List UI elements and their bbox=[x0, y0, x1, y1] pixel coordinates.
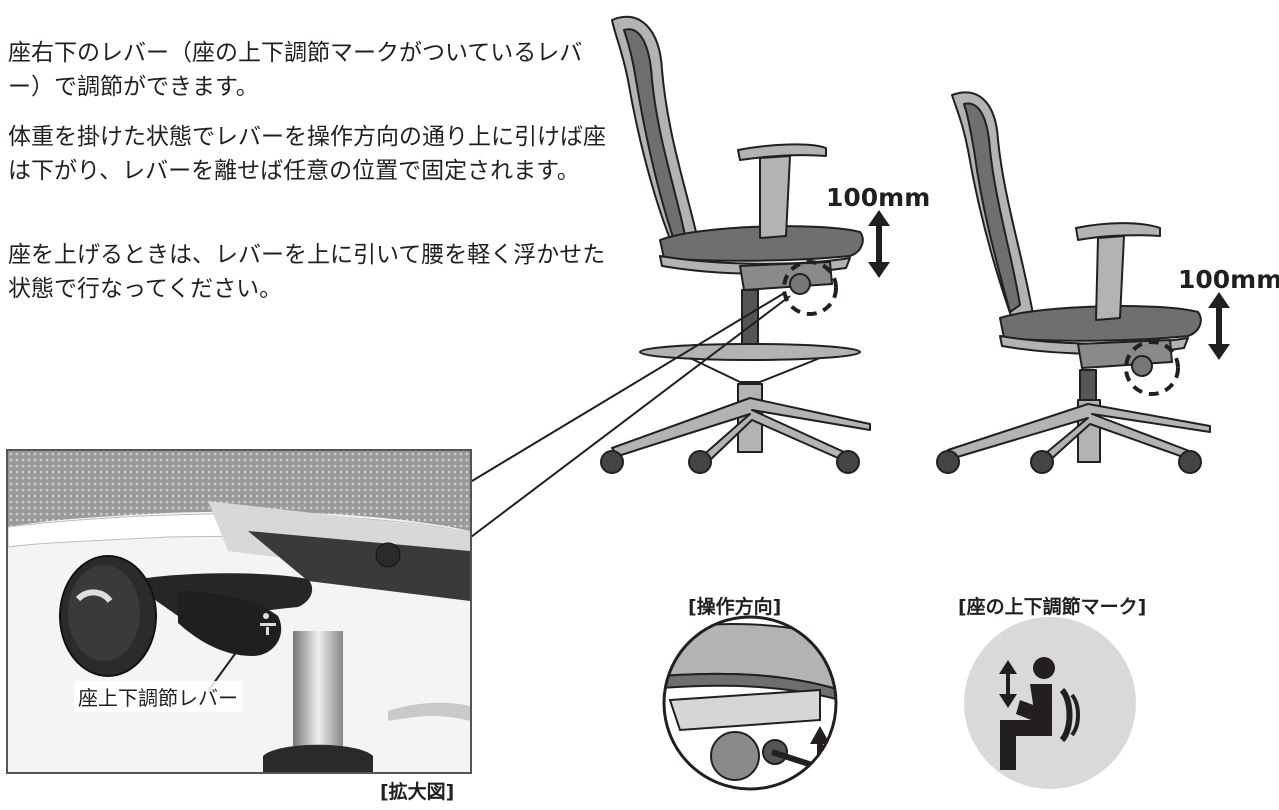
high-stool-chair-illustration bbox=[600, 15, 871, 474]
height-mark-caption: [座の上下調節マーク] bbox=[958, 596, 1147, 618]
operation-direction-caption: [操作方向] bbox=[688, 596, 782, 618]
closeup-caption: [拡大図] bbox=[380, 781, 455, 803]
lever-closeup-photo: 座上下調節レバー bbox=[6, 449, 472, 774]
instruction-paragraph-1: 座右下のレバー（座の上下調節マークがついているレバー）で調節ができます。 bbox=[8, 40, 583, 100]
callout-line-top bbox=[466, 291, 787, 485]
lever-highlight-circle-2 bbox=[1124, 340, 1180, 396]
closeup-drawing bbox=[8, 451, 470, 772]
standard-chair-illustration bbox=[936, 91, 1211, 474]
height-range-arrow-1 bbox=[868, 210, 890, 278]
seat-height-mark-icon bbox=[964, 617, 1136, 789]
operation-direction-illustration bbox=[662, 615, 838, 791]
lever-label: 座上下調節レバー bbox=[74, 681, 242, 712]
callout-line-bottom bbox=[466, 295, 791, 541]
height-range-label-1: 100mm bbox=[826, 183, 931, 212]
height-range-label-2: 100mm bbox=[1178, 265, 1279, 294]
height-range-arrow-2 bbox=[1208, 292, 1230, 360]
instruction-paragraph-2: 体重を掛けた状態でレバーを操作方向の通り上に引けば座は下がり、レバーを離せば任意… bbox=[8, 124, 606, 184]
lever-highlight-circle-1 bbox=[782, 260, 838, 316]
instruction-paragraph-3: 座を上げるときは、レバーを上に引いて腰を軽く浮かせた状態で行なってください。 bbox=[8, 242, 606, 302]
